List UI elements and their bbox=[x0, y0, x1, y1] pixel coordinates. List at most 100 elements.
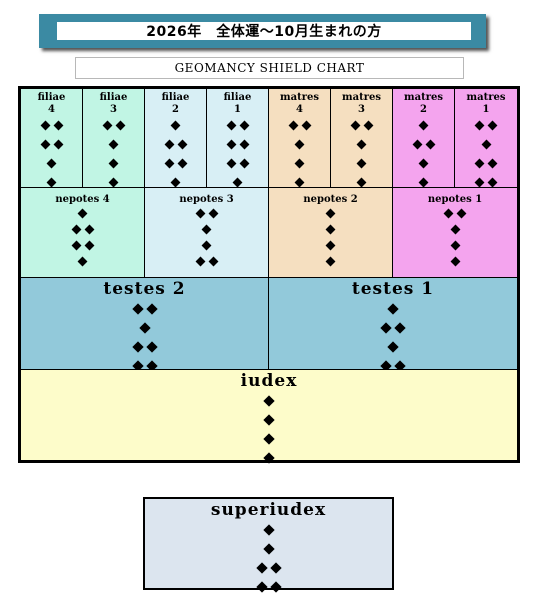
diamond-dot bbox=[269, 561, 282, 574]
figure-row bbox=[200, 221, 213, 237]
figure-row bbox=[200, 237, 213, 253]
diamond-dot bbox=[262, 523, 275, 536]
diamond-dot bbox=[269, 580, 282, 593]
diamond-dot bbox=[226, 158, 236, 169]
chart-subtitle: GEOMANCY SHIELD CHART bbox=[75, 57, 464, 79]
judge-cell: iudex bbox=[20, 369, 518, 464]
superjudge-cell: superiudex bbox=[143, 497, 394, 593]
geomantic-figure bbox=[255, 520, 283, 596]
house-label: filiae 1 bbox=[223, 92, 252, 115]
diamond-dot bbox=[84, 240, 94, 250]
diamond-dot bbox=[208, 256, 218, 266]
diamond-dot bbox=[387, 340, 399, 353]
figure-row bbox=[473, 116, 499, 135]
diamond-dot bbox=[40, 120, 50, 131]
geomantic-figure bbox=[225, 116, 251, 192]
diamond-dot bbox=[131, 302, 144, 315]
figure-row bbox=[262, 410, 276, 429]
diamond-dot bbox=[53, 120, 63, 131]
diamond-dot bbox=[394, 321, 406, 334]
figure-row bbox=[324, 253, 337, 269]
title-bar: 2026年 全体運～10月生まれの方 bbox=[39, 14, 486, 48]
figure-row bbox=[138, 318, 152, 337]
diamond-dot bbox=[363, 120, 373, 131]
diamond-dot bbox=[356, 139, 367, 150]
diamond-dot bbox=[195, 256, 205, 266]
diamond-dot bbox=[40, 139, 50, 150]
diamond-dot bbox=[177, 158, 187, 169]
diamond-dot bbox=[255, 580, 268, 593]
figure-row bbox=[480, 135, 493, 154]
geomantic-figure bbox=[194, 205, 220, 269]
diamond-dot bbox=[456, 208, 467, 218]
figure-row bbox=[442, 205, 468, 221]
figure-row bbox=[324, 237, 337, 253]
house-label: matres 1 bbox=[466, 92, 506, 115]
figure-row bbox=[262, 391, 276, 410]
niece-cell: nepotes 3 bbox=[144, 187, 269, 278]
witness-label: testes 2 bbox=[103, 279, 186, 299]
house-cell: matres 3 bbox=[330, 88, 393, 188]
house-label: filiae 2 bbox=[161, 92, 190, 115]
diamond-dot bbox=[71, 240, 81, 250]
diamond-dot bbox=[164, 139, 174, 150]
figure-row bbox=[225, 135, 251, 154]
diamond-dot bbox=[425, 139, 435, 150]
niece-label: nepotes 4 bbox=[55, 194, 110, 205]
figure-row bbox=[131, 337, 159, 356]
figure-row bbox=[293, 154, 306, 173]
witness-cell: testes 1 bbox=[268, 277, 518, 372]
figure-row bbox=[107, 135, 120, 154]
diamond-dot bbox=[177, 139, 187, 150]
page-title: 2026年 全体運～10月生まれの方 bbox=[57, 22, 471, 40]
house-label: matres 3 bbox=[342, 92, 381, 115]
superjudge-label: superiudex bbox=[210, 500, 327, 520]
house-label: filiae 3 bbox=[99, 92, 128, 115]
niece-label: nepotes 1 bbox=[427, 194, 483, 205]
figure-row bbox=[449, 237, 462, 253]
diamond-dot bbox=[232, 177, 243, 188]
figure-row bbox=[262, 520, 276, 539]
house-label: matres 2 bbox=[404, 92, 443, 115]
diamond-dot bbox=[170, 177, 181, 188]
geomantic-figure bbox=[39, 116, 65, 192]
diamond-dot bbox=[262, 542, 275, 555]
diamond-dot bbox=[350, 120, 360, 131]
figure-row bbox=[45, 154, 58, 173]
diamond-dot bbox=[53, 139, 63, 150]
diamond-dot bbox=[84, 224, 94, 234]
geomantic-figure bbox=[287, 116, 313, 192]
diamond-dot bbox=[288, 120, 298, 131]
geomantic-figure bbox=[411, 116, 437, 192]
niece-cell: nepotes 2 bbox=[268, 187, 393, 278]
diamond-dot bbox=[450, 256, 460, 266]
figure-row bbox=[194, 205, 220, 221]
diamond-dot bbox=[325, 240, 336, 250]
niece-label: nepotes 2 bbox=[303, 194, 358, 205]
figure-row bbox=[449, 221, 462, 237]
diamond-dot bbox=[46, 177, 57, 188]
house-cell: matres 2 bbox=[392, 88, 455, 188]
figure-row bbox=[262, 539, 276, 558]
geomantic-figure bbox=[70, 205, 96, 269]
figure-row bbox=[169, 116, 182, 135]
diamond-dot bbox=[108, 177, 119, 188]
diamond-dot bbox=[239, 120, 249, 131]
figure-row bbox=[449, 253, 462, 269]
geomantic-figure bbox=[324, 205, 337, 269]
diamond-dot bbox=[170, 120, 181, 131]
figure-row bbox=[324, 205, 337, 221]
figure-row bbox=[379, 318, 407, 337]
diamond-dot bbox=[294, 177, 305, 188]
house-cell: filiae 1 bbox=[206, 88, 269, 188]
diamond-dot bbox=[380, 321, 392, 334]
diamond-dot bbox=[294, 158, 305, 169]
diamond-dot bbox=[487, 120, 498, 131]
diamond-dot bbox=[418, 120, 429, 131]
geomantic-figure bbox=[349, 116, 375, 192]
figure-row bbox=[349, 116, 375, 135]
diamond-dot bbox=[418, 158, 429, 169]
niece-cell: nepotes 1 bbox=[392, 187, 518, 278]
figure-row bbox=[324, 221, 337, 237]
diamond-dot bbox=[201, 224, 212, 234]
